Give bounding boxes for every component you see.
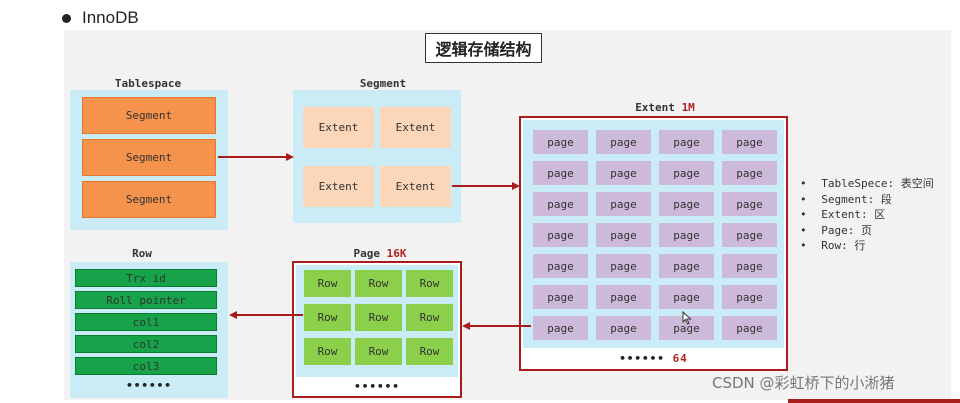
row-field: col1 bbox=[75, 313, 217, 331]
extent-box: Extent bbox=[380, 107, 451, 148]
legend-item: Page: 页 bbox=[800, 223, 934, 239]
diagram-title: 逻辑存储结构 bbox=[425, 33, 542, 63]
legend-list: TableSpece: 表空间 Segment: 段 Extent: 区 Pag… bbox=[800, 176, 934, 254]
page-cell: page bbox=[722, 223, 777, 247]
page-cell: page bbox=[659, 161, 714, 185]
segment-box: Segment bbox=[82, 181, 216, 218]
legend-item: TableSpece: 表空间 bbox=[800, 176, 933, 192]
legend-item: Row: 行 bbox=[800, 238, 934, 254]
bottom-accent-line bbox=[788, 399, 960, 403]
segment-box: Segment bbox=[82, 97, 216, 134]
row-cell: Row bbox=[355, 338, 402, 365]
row-field: col3 bbox=[75, 357, 217, 375]
page-cell: page bbox=[659, 223, 714, 247]
row-cell: Row bbox=[304, 270, 351, 297]
page-cell: page bbox=[722, 285, 777, 309]
page-cell: page bbox=[659, 254, 714, 278]
row-cell: Row bbox=[355, 304, 402, 331]
page-cell: page bbox=[533, 254, 588, 278]
row-cell: Row bbox=[406, 338, 453, 365]
page-cell: page bbox=[596, 285, 651, 309]
row-cell: Row bbox=[406, 270, 453, 297]
page-cell: page bbox=[596, 223, 651, 247]
row-field: col2 bbox=[75, 335, 217, 353]
extent-more: •••••• 64 bbox=[521, 352, 786, 365]
row-field: Roll pointer bbox=[75, 291, 217, 309]
section-heading: InnoDB bbox=[82, 8, 139, 27]
page-label: Page 16K bbox=[330, 247, 430, 260]
page-cell: page bbox=[533, 285, 588, 309]
page-cell: page bbox=[596, 192, 651, 216]
page-cell: page bbox=[533, 223, 588, 247]
tablespace-panel: Segment Segment Segment bbox=[70, 90, 228, 230]
page-cell: page bbox=[722, 192, 777, 216]
segment-label: Segment bbox=[359, 77, 407, 90]
page-cell: page bbox=[722, 130, 777, 154]
page-cell: page bbox=[722, 316, 777, 340]
legend-item: Extent: 区 bbox=[800, 207, 934, 223]
page-cell: page bbox=[659, 130, 714, 154]
extent-label: Extent 1M bbox=[610, 101, 720, 114]
row-cell: Row bbox=[355, 270, 402, 297]
page-cell: page bbox=[596, 161, 651, 185]
extent-size: 1M bbox=[681, 101, 695, 114]
mouse-cursor-icon bbox=[682, 311, 692, 325]
watermark: CSDN @彩虹桥下的小淅猪 bbox=[712, 374, 895, 392]
extent-box: Extent bbox=[303, 166, 374, 207]
page-cell: page bbox=[596, 130, 651, 154]
page-cell: page bbox=[533, 130, 588, 154]
row-field: Trx id bbox=[75, 269, 217, 287]
page-cell: page bbox=[533, 161, 588, 185]
page-label-text: Page bbox=[353, 247, 381, 260]
row-cell: Row bbox=[304, 304, 351, 331]
page-cell: page bbox=[659, 285, 714, 309]
tablespace-label: Tablespace bbox=[114, 77, 182, 90]
row-cell: Row bbox=[304, 338, 351, 365]
page-cell: page bbox=[596, 254, 651, 278]
page-cell: page bbox=[722, 254, 777, 278]
legend-item: Segment: 段 bbox=[800, 192, 934, 208]
bullet-icon bbox=[62, 14, 71, 23]
page-more: •••••• bbox=[354, 380, 400, 393]
row-more: •••••• bbox=[126, 379, 172, 392]
page-size: 16K bbox=[386, 247, 407, 260]
extent-box: Extent bbox=[303, 107, 374, 148]
extent-container: page page page page page page page page page page… bbox=[519, 116, 788, 371]
row-cell: Row bbox=[406, 304, 453, 331]
extent-dots: •••••• bbox=[619, 352, 665, 365]
segment-box: Segment bbox=[82, 139, 216, 176]
extent-page-count: 64 bbox=[672, 352, 688, 365]
extent-label-text: Extent bbox=[635, 101, 675, 114]
page-cell: page bbox=[533, 192, 588, 216]
segment-panel: Extent Extent Extent Extent bbox=[293, 90, 461, 223]
page-cell: page bbox=[533, 316, 588, 340]
row-label: Row bbox=[132, 247, 152, 260]
extent-box: Extent bbox=[380, 166, 451, 207]
row-panel: Trx id Roll pointer col1 col2 col3 •••••… bbox=[70, 262, 228, 398]
page-cell: page bbox=[659, 192, 714, 216]
page-cell: page bbox=[722, 161, 777, 185]
page-cell: page bbox=[596, 316, 651, 340]
